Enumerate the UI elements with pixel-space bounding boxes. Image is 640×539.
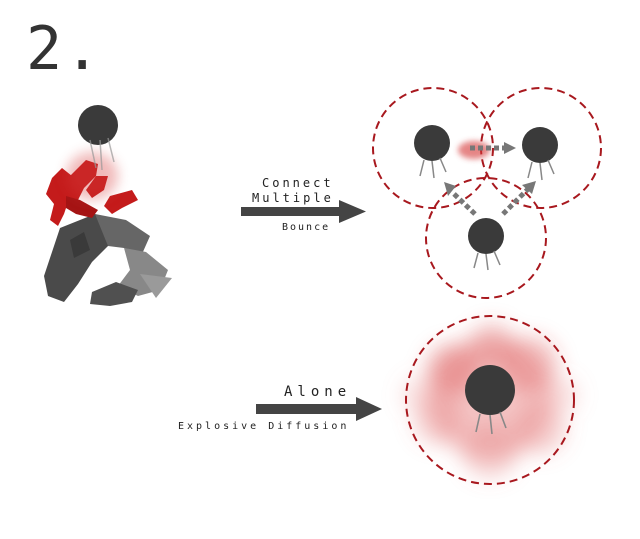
- figure-head-icon: [414, 125, 450, 179]
- multiple-label: Multiple: [252, 191, 334, 205]
- arrowhead-up-right: [522, 181, 536, 194]
- figure-head-icon: [468, 218, 504, 271]
- red-haze: [66, 152, 118, 200]
- figure-head-icon: [465, 365, 515, 435]
- dashed-ring-icon: [405, 315, 575, 485]
- connected-rings: [372, 87, 602, 299]
- figure-head-icon: [522, 127, 558, 181]
- figure-head-icon: [78, 105, 118, 145]
- explosive-ring: [402, 315, 578, 485]
- dashed-ring-icon: [425, 177, 547, 299]
- step-number: 2.: [26, 14, 103, 84]
- connect-arrow: [241, 200, 366, 223]
- connect-label: Connect: [262, 176, 334, 190]
- left-figure: [44, 105, 172, 306]
- dotted-arrow-icon: [450, 145, 530, 216]
- figure-hair: [89, 137, 115, 171]
- bounce-label: Bounce: [282, 222, 331, 233]
- arrowhead-right: [504, 142, 516, 154]
- dashed-ring-icon: [372, 87, 494, 209]
- alone-label: Alone: [284, 384, 352, 400]
- explosive-diffusion-label: Explosive Diffusion: [178, 421, 350, 432]
- grey-splash-shape: [44, 214, 172, 306]
- arrowhead-up-left: [444, 182, 456, 196]
- alone-arrow: [256, 397, 382, 421]
